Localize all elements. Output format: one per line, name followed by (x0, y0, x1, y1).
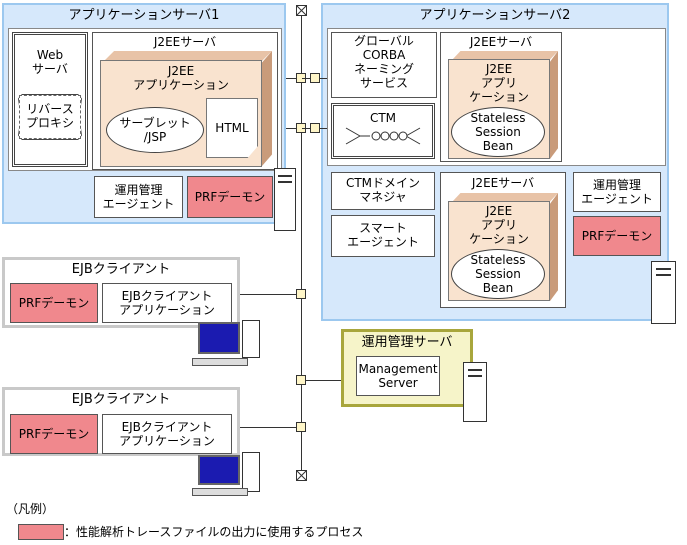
prf-daemon-as1 (187, 176, 273, 218)
pc-keyboard-icon-2 (192, 488, 248, 496)
servlet-jsp-label: サーブレット /JSP (119, 116, 191, 144)
server-tower-icon-as2 (651, 261, 676, 324)
network-connector (296, 422, 306, 432)
prf-daemon-ejb1-label: PRFデーモン (18, 296, 90, 310)
server-tower-icon-mgmt (463, 362, 487, 422)
legend-heading: （凡例） (6, 502, 55, 516)
html-document-icon (206, 98, 258, 158)
app-server-2-title: アプリケーションサーバ2 (419, 8, 571, 23)
management-server-label: Management Server (358, 362, 438, 390)
servlet-jsp-ellipse (106, 107, 204, 153)
pc-monitor-icon-2 (198, 455, 240, 485)
j2ee-app-1-label: J2EE アプリケーション (133, 64, 229, 92)
stateless-bean-a-ellipse (451, 107, 545, 157)
web-server-label: Web サーバ (32, 48, 68, 76)
j2ee-server-2b-label: J2EEサーバ (471, 176, 535, 190)
network-connector (310, 123, 320, 133)
ejb-client-app-2-label: EJBクライアント アプリケーション (119, 420, 215, 448)
html-label: HTML (215, 121, 249, 135)
ops-agent-1-label: 運用管理 エージェント (102, 183, 175, 211)
naming-service-box (331, 32, 437, 98)
ctm-domain-manager-label: CTMドメイン マネジャ (345, 176, 421, 204)
pc-tower-icon-2 (242, 452, 260, 492)
ejb-client-2-title: EJBクライアント (71, 392, 171, 407)
network-terminator-bottom (296, 470, 307, 481)
network-connector (296, 289, 306, 299)
smart-agent-box (331, 215, 435, 257)
reverse-proxy-label: リバース プロキシ (25, 102, 74, 130)
network-terminator-top (296, 5, 307, 16)
stateless-bean-b-ellipse (451, 249, 545, 299)
network-line (301, 12, 302, 476)
ejb-client-app-2-box (102, 414, 232, 454)
pc-tower-icon-1 (242, 320, 260, 358)
legend-swatch (18, 524, 64, 540)
management-server-title: 運用管理サーバ (361, 335, 453, 350)
prf-daemon-ejb2-label: PRFデーモン (18, 427, 90, 441)
naming-service-label: グローバル CORBA ネーミング サービス (353, 34, 414, 90)
app-server-1-title: アプリケーションサーバ1 (68, 8, 220, 23)
j2ee-server-2a-label: J2EEサーバ (469, 35, 533, 49)
ctm-queue-icon (344, 126, 422, 146)
ctm-domain-manager-box (331, 172, 435, 210)
network-connector (296, 375, 306, 385)
management-server-box (356, 356, 440, 396)
ejb-client-app-1-box (102, 283, 232, 323)
pc-keyboard-icon-1 (192, 358, 248, 366)
legend-description: ：性能解析トレースファイルの出力に使用するプロセス (64, 525, 364, 539)
prf-daemon-as1-label: PRFデーモン (194, 190, 266, 204)
ejb-client-app-1-label: EJBクライアント アプリケーション (119, 289, 215, 317)
prf-daemon-ejb1 (10, 283, 98, 323)
ops-agent-1-box (94, 176, 183, 218)
j2ee-app-2b-label: J2EE アプリ ケーション (469, 204, 529, 246)
prf-daemon-as2 (573, 216, 661, 256)
ejb-client-1-title: EJBクライアント (71, 262, 171, 277)
pc-monitor-icon-1 (198, 322, 240, 354)
j2ee-app-2a-label: J2EE アプリ ケーション (469, 62, 529, 104)
j2ee-server-1-label: J2EEサーバ (153, 35, 217, 49)
network-connector (310, 73, 320, 83)
stateless-bean-a-label: Stateless Session Bean (470, 111, 526, 153)
stateless-bean-b-label: Stateless Session Bean (470, 253, 526, 295)
ctm-box (331, 103, 435, 159)
prf-daemon-as2-label: PRFデーモン (581, 229, 653, 243)
ops-agent-2-label: 運用管理 エージェント (581, 178, 653, 206)
server-tower-icon-as1 (274, 168, 296, 231)
ops-agent-2-box (573, 172, 661, 212)
ctm-label: CTM (369, 111, 397, 125)
prf-daemon-ejb2 (10, 414, 98, 454)
smart-agent-label: スマート エージェント (347, 221, 419, 249)
